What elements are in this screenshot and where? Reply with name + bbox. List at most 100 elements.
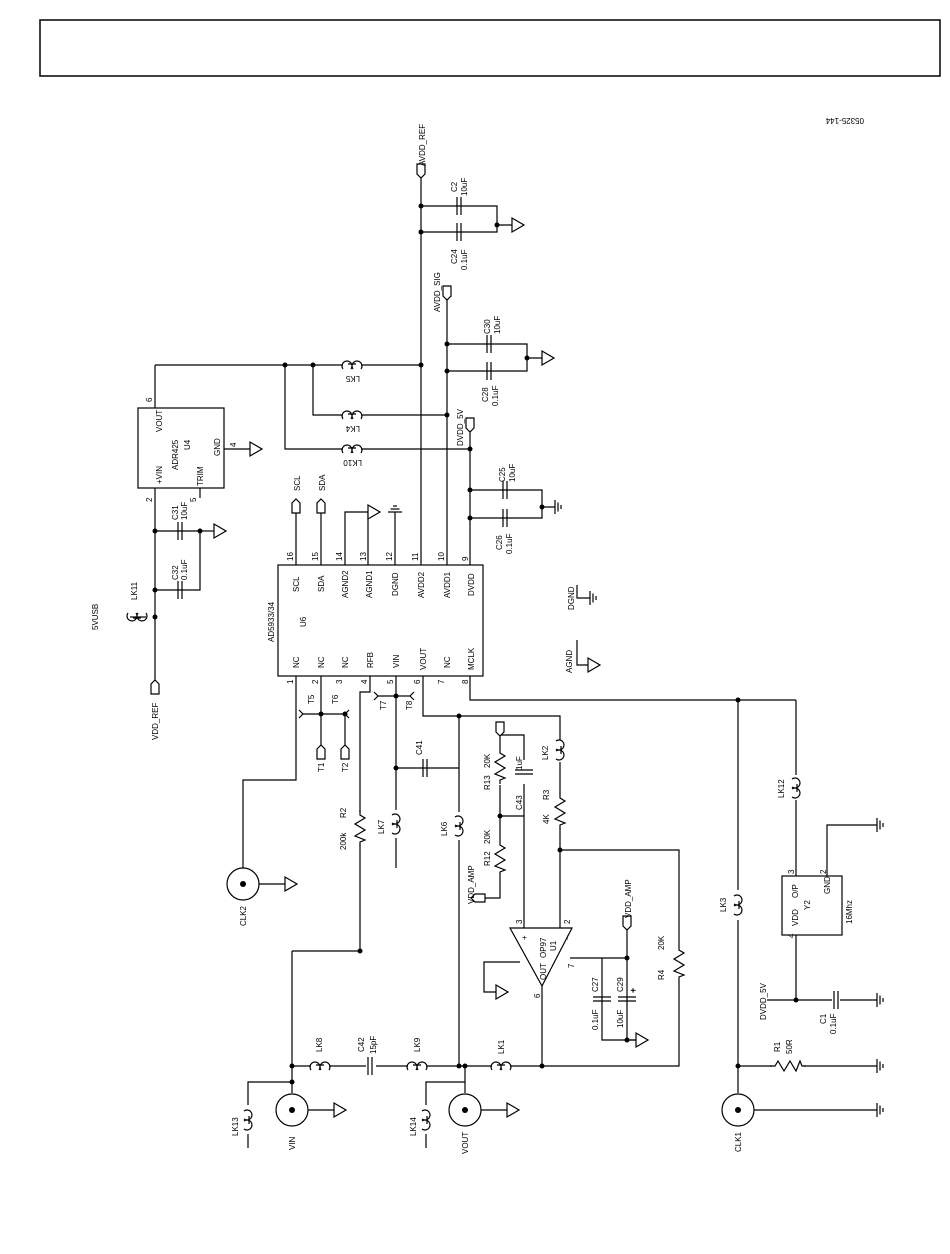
res-r12-val: 20K — [483, 829, 492, 844]
cap-c43-ref: C43 — [515, 795, 524, 810]
pin-num: 15 — [311, 552, 320, 561]
link-lk2: LK2 — [541, 745, 550, 760]
cap-c1-val: 0.1uF — [829, 1013, 838, 1034]
ic-u4-num-vout: 6 — [145, 397, 154, 402]
cap-c29-plus: + — [628, 988, 638, 993]
res-r13-ref: R13 — [483, 775, 492, 790]
res-r1-ref: R1 — [773, 1041, 782, 1052]
net-scl: SCL — [293, 475, 302, 491]
figure-id: 05325-144 — [825, 116, 864, 125]
link-lk9: LK9 — [413, 1037, 422, 1052]
links — [126, 360, 801, 1131]
ic-u6: AD5933/34 U6 SCL 16 SDA 15 AGND2 14 AGND… — [267, 552, 484, 684]
opamp-u1-out: OUT — [539, 963, 548, 980]
y2-pin3: 3 — [787, 869, 796, 874]
net-dvdd-5v: DVDD_5V — [456, 408, 465, 446]
pin-num: 8 — [461, 679, 470, 684]
pin-name: AVDD2 — [417, 571, 426, 598]
pin-name: NC — [317, 656, 326, 668]
ic-u4-part: ADR425 — [171, 439, 180, 470]
cap-c2-val: 10uF — [460, 178, 469, 196]
cap-c42-ref: C42 — [357, 1037, 366, 1052]
pin-name: DGND — [391, 572, 400, 596]
ic-u4-num-vin: 2 — [145, 497, 154, 502]
cap-c2-ref: C2 — [450, 181, 459, 192]
pin-num: 4 — [360, 679, 369, 684]
link-lk1: LK1 — [497, 1039, 506, 1054]
link-lk4: LK4 — [345, 424, 360, 433]
cap-c42-val: 15pF — [369, 1036, 378, 1054]
y2-op: O/P — [791, 884, 800, 898]
net-avdd-sig: AVDD_SIG — [433, 272, 442, 312]
pin-name: NC — [292, 656, 301, 668]
ic-u6-part: AD5933/34 — [267, 601, 276, 642]
ic-u6-top-pins: SCL 16 SDA 15 AGND2 14 AGND1 13 DGND 12 … — [286, 552, 476, 598]
link-lk3: LK3 — [719, 897, 728, 912]
net-ports — [150, 163, 632, 931]
ic-u6-ref: U6 — [299, 616, 308, 627]
link-lk6: LK6 — [440, 821, 449, 836]
cap-c24-val: 0.1uF — [460, 249, 469, 270]
opamp-u1-ref: U1 — [549, 940, 558, 951]
net-vdd-amp-1: VDD_AMP — [467, 865, 476, 904]
tp-t1: T1 — [317, 762, 326, 772]
res-r3-ref: R3 — [542, 789, 551, 800]
cap-c32-val: 0.1uF — [180, 559, 189, 580]
res-r1-val: 50R — [785, 1039, 794, 1054]
ic-u4-num-trim: 5 — [189, 497, 198, 502]
y2-gnd: GND — [823, 876, 832, 894]
labels: AVDD_REF AVDD_SIG DVDD_5V VDD_REF 5VUSB … — [91, 124, 838, 1154]
pin-name: SCL — [292, 576, 301, 592]
net-agnd: AGND — [565, 650, 574, 673]
pin-name: RFB — [366, 652, 375, 668]
ic-u4-trim: TRIM — [196, 466, 205, 486]
cap-c28-ref: C28 — [481, 387, 490, 402]
pin-num: 12 — [385, 552, 394, 561]
pin-name: AVDD1 — [443, 571, 452, 598]
opamp-u1: OP97 U1 OUT + − 3 2 7 6 — [508, 919, 576, 998]
ic-u4-ref: U4 — [183, 439, 192, 450]
pin-name: DVDD — [467, 573, 476, 596]
pin-num: 9 — [461, 556, 470, 561]
pin-name: SDA — [317, 575, 326, 592]
pin-name: VIN — [392, 654, 401, 668]
y2-pin2: 2 — [819, 869, 828, 874]
cap-c28-val: 0.1uF — [491, 385, 500, 406]
cap-c25-ref: C25 — [498, 467, 507, 482]
pin-num: 5 — [386, 679, 395, 684]
conn-vout: VOUT — [461, 1132, 470, 1154]
res-r2-val: 200k — [339, 832, 348, 850]
ic-u4-vout: VOUT — [155, 410, 164, 432]
res-r12-ref: R12 — [483, 851, 492, 866]
cap-c30-val: 10uF — [493, 316, 502, 334]
res-r2-ref: R2 — [339, 807, 348, 818]
tp-t5: T5 — [307, 694, 316, 704]
res-r4-val: 20K — [657, 935, 666, 950]
ic-u6-bottom-pins: NC 1 NC 2 NC 3 RFB 4 VIN 5 VOUT 6 NC 7 M… — [286, 647, 476, 684]
net-avdd-ref: AVDD_REF — [418, 124, 427, 166]
cap-c30-ref: C30 — [483, 319, 492, 334]
opamp-u1-pin7: 7 — [567, 963, 576, 968]
pin-name: AGND1 — [365, 570, 374, 598]
opamp-u1-pin3: 3 — [515, 919, 524, 924]
cap-c43-val: 1uF — [515, 756, 524, 770]
link-lk14: LK14 — [409, 1117, 418, 1136]
cap-c32-ref: C32 — [171, 565, 180, 580]
pin-num: 6 — [413, 679, 422, 684]
pin-name: NC — [341, 656, 350, 668]
link-lk11: LK11 — [130, 581, 139, 600]
net-sda: SDA — [318, 474, 327, 491]
pin-num: 2 — [311, 679, 320, 684]
link-lk5: LK5 — [345, 374, 360, 383]
tp-t8: T8 — [405, 700, 414, 710]
tp-t7: T7 — [379, 700, 388, 710]
conn-vin: VIN — [288, 1136, 297, 1150]
pin-num: 7 — [437, 679, 446, 684]
net-dgnd: DGND — [567, 586, 576, 610]
link-lk13: LK13 — [231, 1117, 240, 1136]
pin-num: 14 — [335, 552, 344, 561]
cap-c27-val: 0.1uF — [591, 1009, 600, 1030]
pin-num: 13 — [359, 552, 368, 561]
opamp-u1-part: OP97 — [539, 937, 548, 958]
cap-c29-val: 10uF — [616, 1010, 625, 1028]
